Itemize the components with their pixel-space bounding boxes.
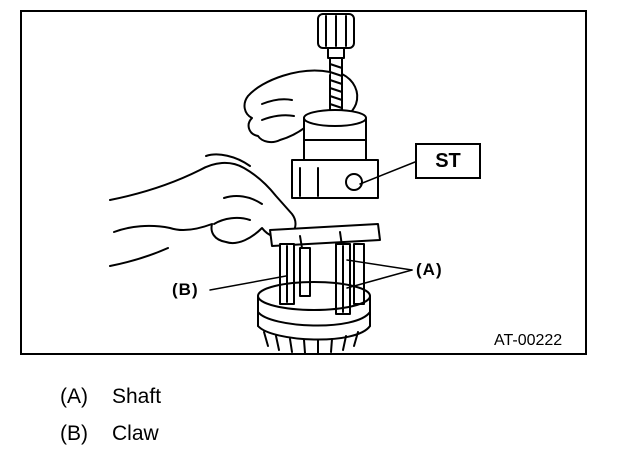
st-label: ST — [435, 149, 461, 172]
st-callout-box: ST — [415, 143, 481, 179]
figure-code: AT-00222 — [494, 332, 563, 349]
callout-b-label: (B) — [172, 280, 199, 299]
puller-knob — [317, 13, 355, 59]
legend-item: (B) Claw — [60, 422, 161, 459]
leader-lines — [209, 161, 416, 291]
legend: (A) Shaft (B) Claw — [60, 385, 161, 459]
legend-text: Shaft — [112, 385, 162, 408]
legend-text: Claw — [112, 422, 159, 445]
cross-bar — [269, 223, 381, 249]
callout-a-label: (A) — [416, 260, 443, 279]
shafts-and-claws — [279, 243, 365, 315]
legend-item: (A) Shaft — [60, 385, 161, 422]
threaded-rod — [329, 57, 343, 119]
lower-hand — [109, 153, 297, 267]
puller-body — [291, 109, 379, 199]
legend-key: (B) — [60, 422, 88, 445]
gear-carrier — [257, 281, 371, 354]
legend-key: (A) — [60, 385, 88, 408]
